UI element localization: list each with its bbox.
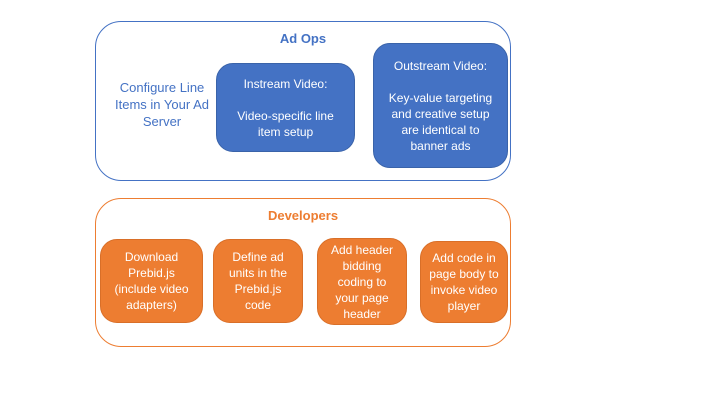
step-download-prebid-label: Download Prebid.js (include video adapte… [114, 250, 189, 312]
step-define-ad-units-label: Define ad units in the Prebid.js code [228, 250, 288, 312]
outstream-video-heading: Outstream Video: [393, 58, 488, 73]
step-invoke-player-label: Add code in page body to invoke video pl… [429, 251, 499, 313]
ad-ops-title: Ad Ops [279, 31, 327, 46]
instream-video-heading: Instream Video: [243, 76, 328, 91]
step-download-prebid-box: Download Prebid.js (include video adapte… [100, 239, 203, 323]
configure-line-items-note: Configure Line Items in Your Ad Server [115, 80, 209, 129]
outstream-video-body: Key-value targeting and creative setup a… [388, 90, 493, 153]
step-header-bidding-label: Add header bidding coding to your page h… [330, 242, 394, 321]
instream-video-body: Video-specific line item setup [237, 108, 334, 139]
outstream-video-box: Outstream Video: Key-value targeting and… [373, 43, 508, 168]
step-invoke-player-box: Add code in page body to invoke video pl… [420, 241, 508, 323]
developers-title: Developers [267, 208, 339, 223]
step-header-bidding-box: Add header bidding coding to your page h… [317, 238, 407, 325]
step-define-ad-units-box: Define ad units in the Prebid.js code [213, 239, 303, 323]
instream-video-box: Instream Video: Video-specific line item… [216, 63, 355, 152]
